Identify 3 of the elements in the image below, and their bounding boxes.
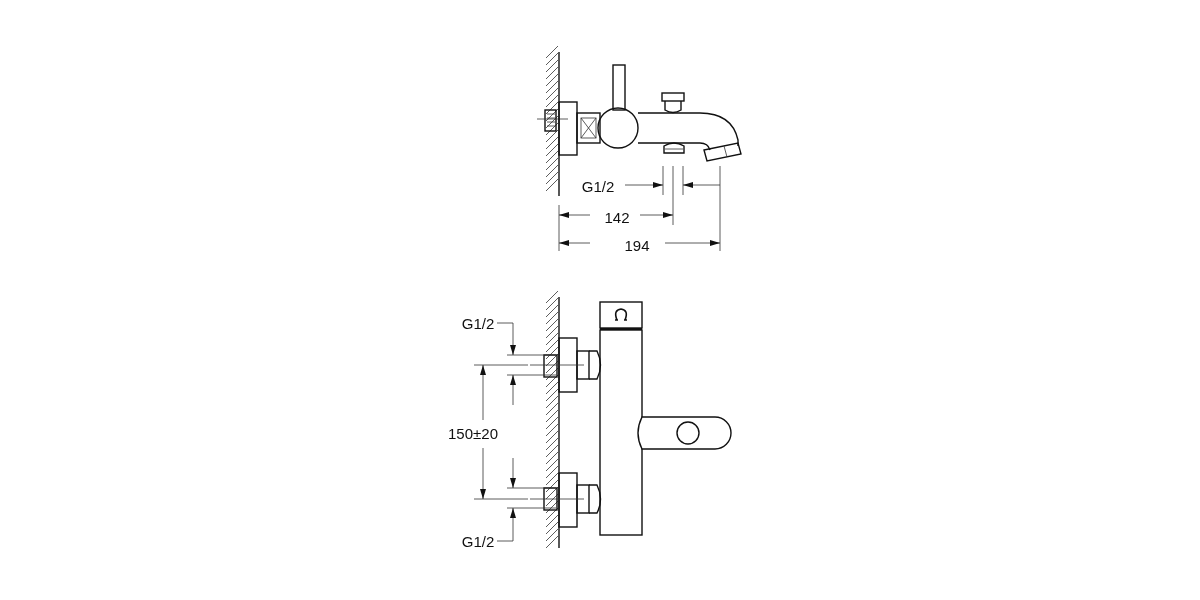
- dimension-label: G1/2: [460, 533, 496, 549]
- dimension-label: G1/2: [580, 178, 616, 194]
- dimension-label: G1/2: [460, 315, 496, 331]
